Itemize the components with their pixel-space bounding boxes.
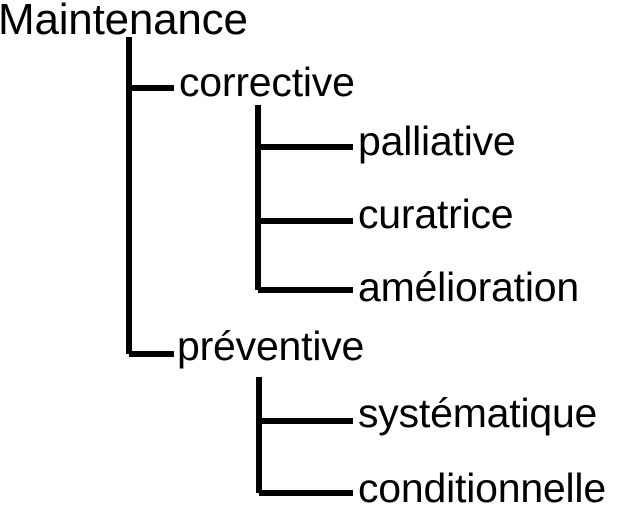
node-label-corrective: corrective [179, 59, 355, 105]
node-label-systematique: systématique [358, 390, 598, 436]
node-label-palliative: palliative [358, 118, 516, 164]
node-label-maintenance: Maintenance [0, 0, 248, 44]
node-label-amelioration: amélioration [358, 264, 579, 310]
node-label-conditionnelle: conditionnelle [358, 465, 606, 511]
node-label-curatrice: curatrice [358, 191, 514, 237]
node-label-preventive: préventive [177, 323, 365, 369]
